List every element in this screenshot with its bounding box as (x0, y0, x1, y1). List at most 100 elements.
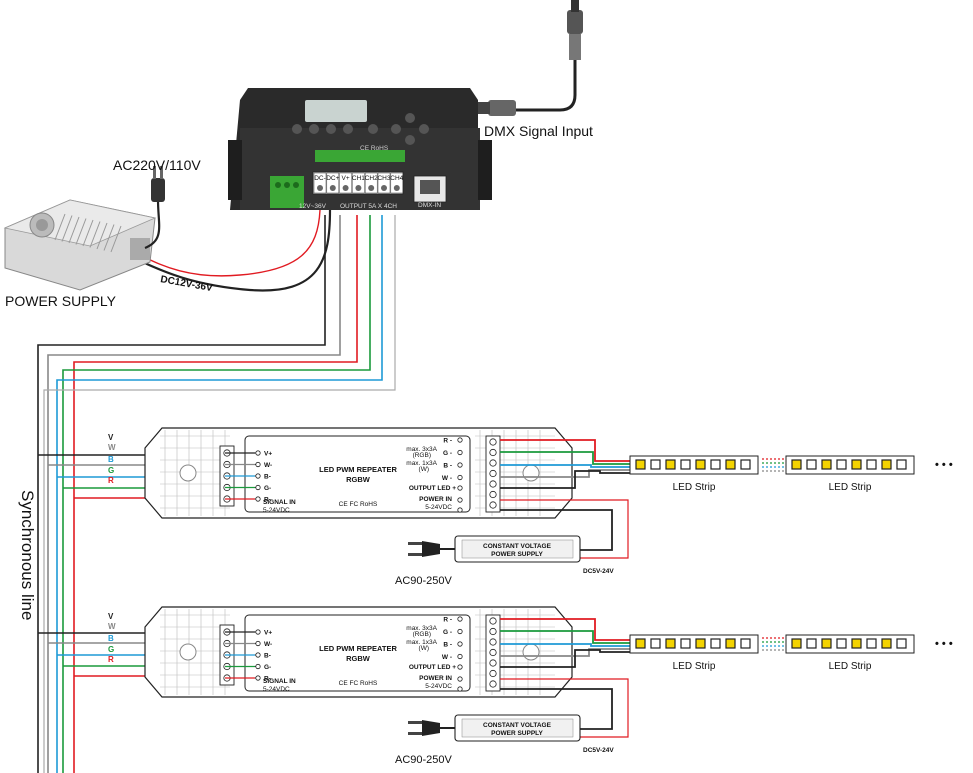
continuation-dots: • • • (935, 638, 953, 650)
repeater-input-label: R- (264, 676, 271, 683)
repeater-input-label: V+ (264, 451, 272, 458)
cv-dc-label: DC5V-24V (583, 568, 614, 575)
led-chip (725, 459, 736, 470)
repeater-input-label: B- (264, 653, 271, 660)
power-supply-label: POWER SUPPLY (5, 293, 117, 309)
decoder-voltage-label: 12V~36V (299, 203, 327, 210)
led-chip (806, 459, 817, 470)
cv-label-2: POWER SUPPLY (491, 551, 543, 558)
power-in-label: POWER IN (419, 675, 452, 682)
led-chip (695, 638, 706, 649)
max-rgb-label: max. 3x3A (406, 625, 437, 632)
output-led-label: OUTPUT LED + (409, 664, 456, 671)
wire-label: W (108, 443, 116, 452)
led-chip (836, 638, 847, 649)
repeater-output-label: G - (443, 629, 452, 636)
repeater-marks: CE FC RoHS (339, 680, 378, 687)
cv-label-1: CONSTANT VOLTAGE (483, 543, 552, 550)
cv-ac-label: AC90-250V (395, 575, 453, 587)
led-chip (881, 459, 892, 470)
repeater-input-label: G- (264, 485, 271, 492)
led-strip-label: LED Strip (673, 661, 716, 672)
power-range-label: 5-24VDC (425, 504, 452, 511)
max-w-label: max. 1x3A (406, 639, 437, 646)
power-terminal (270, 176, 304, 208)
ac-plug-icon (408, 541, 440, 557)
led-strip-label: LED Strip (829, 661, 872, 672)
rgb-label: (RGB) (413, 452, 431, 459)
repeater-output-label: W - (442, 475, 452, 482)
xlr-connector-side-icon (488, 100, 516, 116)
led-chip (635, 459, 646, 470)
wire-label: R (108, 476, 114, 485)
led-chip (851, 638, 862, 649)
led-chip (806, 638, 817, 649)
dc-cable (137, 209, 332, 292)
wire-label: W (108, 622, 116, 631)
led-strip: LED Strip (629, 634, 759, 672)
signal-in-label: SIGNAL IN (263, 499, 296, 506)
led-chip (851, 459, 862, 470)
cv-label-2: POWER SUPPLY (491, 730, 543, 737)
led-chip (710, 638, 721, 649)
led-chip (740, 638, 751, 649)
repeater-input-label: B- (264, 474, 271, 481)
decoder-terminal-label: CH4 (390, 175, 403, 182)
led-chip (650, 459, 661, 470)
ac-plug-icon (408, 720, 440, 736)
repeater-title: LED PWM REPEATER (319, 465, 397, 474)
led-chip (665, 638, 676, 649)
dmx-input-label: DMX Signal Input (484, 123, 593, 139)
xlr-connector-top-icon (567, 10, 583, 34)
max-rgb-label: max. 3x3A (406, 446, 437, 453)
w-label: (W) (419, 645, 429, 652)
cv-ac-label: AC90-250V (395, 754, 453, 766)
led-chip (866, 459, 877, 470)
power-in-label: POWER IN (419, 496, 452, 503)
w-label: (W) (419, 466, 429, 473)
max-w-label: max. 1x3A (406, 460, 437, 467)
cv-dc-label: DC5V-24V (583, 747, 614, 754)
decoder-terminal-label: CH3 (377, 175, 390, 182)
led-chip (866, 638, 877, 649)
power-range-label: 5-24VDC (425, 683, 452, 690)
repeater-output-label: W - (442, 654, 452, 661)
signal-in-label: SIGNAL IN (263, 678, 296, 685)
sync-line-label: Synchronous line (18, 490, 37, 620)
dc-supply-label: DC12V-36V (159, 274, 213, 294)
led-chip (740, 459, 751, 470)
dmx-port-label: DMX-IN (418, 202, 441, 209)
repeater-marks: CE FC RoHS (339, 501, 378, 508)
repeater-output-label: R - (443, 617, 452, 624)
repeater-output-label: G - (443, 450, 452, 457)
led-chip (791, 638, 802, 649)
led-strip-label: LED Strip (673, 482, 716, 493)
output-led-label: OUTPUT LED + (409, 485, 456, 492)
repeater-output-label: R - (443, 438, 452, 445)
led-chip (695, 459, 706, 470)
repeater-subtitle: RGBW (346, 475, 371, 484)
led-chip (821, 638, 832, 649)
wire-label: B (108, 455, 114, 464)
led-chip (836, 459, 847, 470)
repeater-input-label: W- (264, 641, 272, 648)
led-strip: LED Strip (785, 455, 915, 493)
decoder-output-label: OUTPUT 5A X 4CH (340, 203, 397, 210)
wire-label: G (108, 645, 114, 654)
led-chip (680, 638, 691, 649)
decoder-terminal-label: V+ (342, 175, 350, 182)
decoder-terminal-label: CH1 (352, 175, 365, 182)
led-chip (821, 459, 832, 470)
repeater-input-label: W- (264, 462, 272, 469)
sync-bus (37, 215, 396, 773)
led-strip: LED Strip (629, 455, 759, 493)
decoder-terminal-label: DC+ (326, 175, 339, 182)
led-chip (791, 459, 802, 470)
decoder-marks: CE RoHS (360, 145, 389, 152)
repeater-title: LED PWM REPEATER (319, 644, 397, 653)
rgb-label: (RGB) (413, 631, 431, 638)
